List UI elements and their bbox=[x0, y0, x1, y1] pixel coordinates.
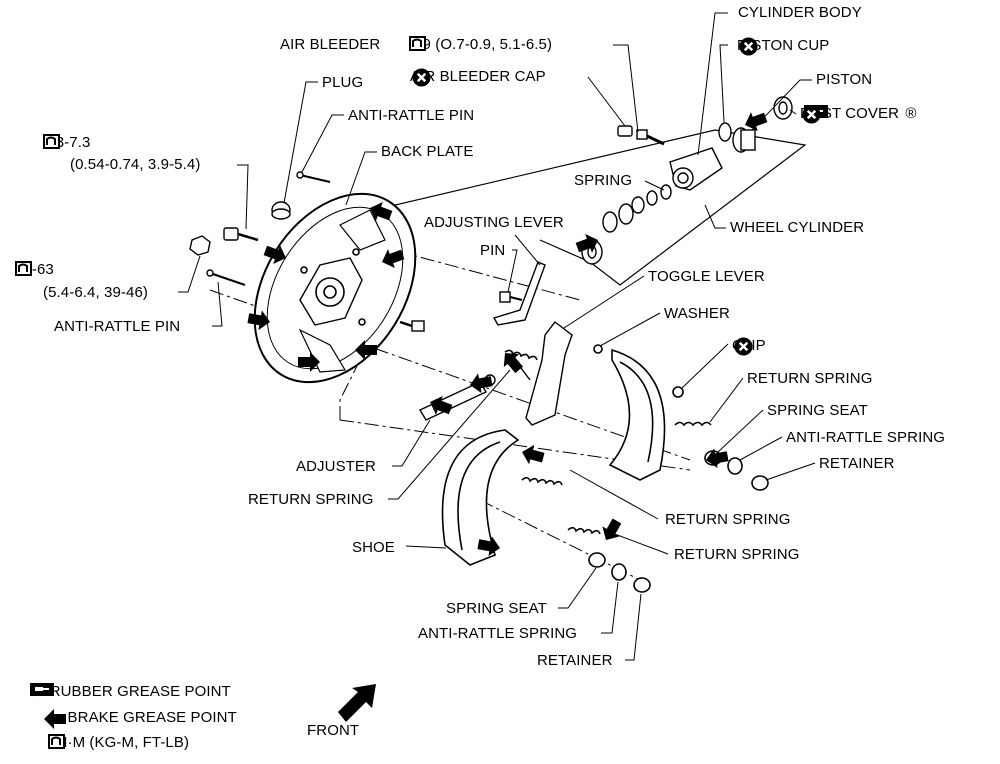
small-hardware bbox=[189, 171, 523, 332]
legend-icons bbox=[44, 684, 376, 729]
brake-grease-arrows-right-shoe bbox=[704, 446, 730, 470]
legend-torque-units: : N·M (KG-M, FT-LB) bbox=[48, 734, 190, 751]
label-toggle-lever: TOGGLE LEVER bbox=[648, 268, 765, 285]
back-plate bbox=[253, 192, 417, 384]
do-not-reuse-icon bbox=[739, 37, 758, 56]
label-return-spring-left: RETURN SPRING bbox=[248, 491, 374, 508]
torque-wrench-icon bbox=[409, 36, 426, 51]
do-not-reuse-icon bbox=[412, 68, 431, 87]
label-torque-large: 53-63 bbox=[15, 261, 54, 278]
levers bbox=[419, 261, 573, 426]
label-torque-small: 5.3-7.3 bbox=[43, 134, 91, 151]
front-arrow-icon bbox=[338, 684, 376, 722]
label-spring-seat-right: SPRING SEAT bbox=[767, 402, 868, 419]
label-wheel-cylinder: WHEEL CYLINDER bbox=[730, 219, 865, 236]
label-anti-rattle-spring-right: ANTI-RATTLE SPRING bbox=[786, 429, 946, 446]
label-torque-large-detail: (5.4-6.4, 39-46) bbox=[43, 284, 148, 301]
rubber-grease-icon bbox=[30, 683, 54, 696]
label-return-spring-mid: RETURN SPRING bbox=[665, 511, 791, 528]
label-back-plate: BACK PLATE bbox=[381, 143, 474, 160]
do-not-reuse-icon bbox=[802, 105, 821, 124]
label-piston: PISTON bbox=[816, 71, 873, 88]
torque-wrench-icon bbox=[48, 734, 65, 749]
label-spring-seat-bottom: SPRING SEAT bbox=[446, 600, 547, 617]
leader-lines bbox=[178, 12, 816, 661]
label-anti-rattle-spring-bottom: ANTI-RATTLE SPRING bbox=[418, 625, 578, 642]
do-not-reuse-icon bbox=[734, 337, 753, 356]
left-shoe bbox=[441, 429, 651, 593]
label-shoe: SHOE bbox=[352, 539, 395, 556]
label-return-spring-right: RETURN SPRING bbox=[747, 370, 873, 387]
legend-brake-grease: : BRAKE GREASE POINT bbox=[59, 709, 237, 726]
label-torque-small-detail: (0.54-0.74, 3.9-5.4) bbox=[70, 156, 201, 173]
brake-grease-arrows-left-shoe bbox=[476, 442, 626, 558]
label-piston-cup: PISTON CUP bbox=[737, 37, 830, 56]
label-anti-rattle-pin-top: ANTI-RATTLE PIN bbox=[348, 107, 475, 124]
label-washer: WASHER bbox=[664, 305, 730, 322]
wheel-cylinder-box bbox=[309, 129, 807, 286]
label-spring: SPRING bbox=[574, 172, 633, 189]
label-retainer-right: RETAINER bbox=[819, 455, 895, 472]
label-cylinder-body: CYLINDER BODY bbox=[738, 4, 862, 21]
label-retainer-bottom: RETAINER bbox=[537, 652, 613, 669]
torque-wrench-icon bbox=[43, 134, 60, 149]
label-dust-cover: DUST COVER ® bbox=[800, 105, 917, 124]
label-adjuster: ADJUSTER bbox=[296, 458, 376, 475]
label-return-spring-bottom: RETURN SPRING bbox=[674, 546, 800, 563]
torque-wrench-icon bbox=[15, 261, 32, 276]
label-air-bleeder: AIR BLEEDER bbox=[280, 36, 381, 53]
label-clip: CLIP bbox=[732, 337, 766, 356]
label-anti-rattle-pin-left: ANTI-RATTLE PIN bbox=[54, 318, 181, 335]
legend-front: FRONT bbox=[307, 722, 360, 739]
label-air-bleeder-cap: AIR BLEEDER CAP bbox=[410, 68, 546, 87]
legend-rubber-grease: ®: RUBBER GREASE POINT bbox=[30, 683, 231, 700]
label-air-bleeder-torque: 7-9 (O.7-0.9, 5.1-6.5) bbox=[409, 36, 553, 53]
label-adjusting-lever: ADJUSTING LEVER bbox=[424, 214, 564, 231]
label-plug: PLUG bbox=[322, 74, 364, 91]
label-pin: PIN bbox=[480, 242, 506, 259]
